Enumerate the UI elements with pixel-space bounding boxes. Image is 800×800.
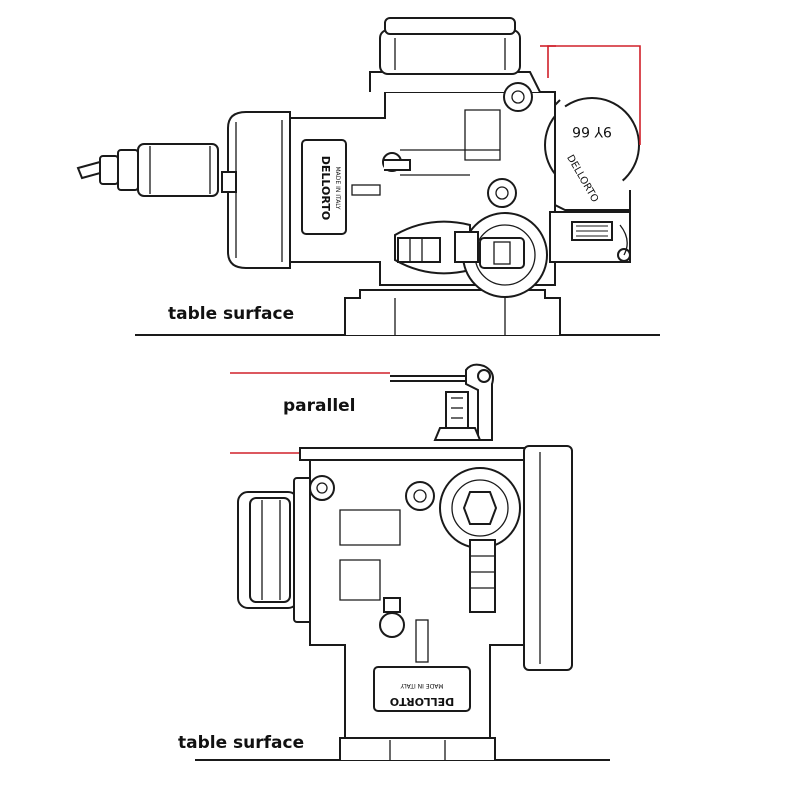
top-table-surface-label: table surface: [168, 304, 294, 324]
bottom-view-carburetor: parallel: [178, 363, 610, 761]
parallel-label: parallel: [283, 396, 356, 416]
bottom-table-surface-label: table surface: [178, 733, 304, 753]
bottom-float-arm: [390, 363, 494, 441]
top-float-cap: 9Y 66 DELLORTO: [544, 97, 640, 211]
top-float-chamber: [221, 111, 291, 269]
bottom-top-plate: [299, 447, 541, 461]
top-cap-marking-text: 9Y 66: [572, 123, 612, 139]
bottom-brand-badge: DELLORTO MADE IN ITALY: [373, 666, 471, 712]
top-badge-brand-text: DELLORTO: [319, 156, 332, 220]
bottom-intake-tube: [237, 477, 313, 623]
top-lower-nozzle-section: [394, 212, 548, 298]
top-base-block: [344, 289, 561, 335]
top-fuel-inlet-fitting: [76, 143, 219, 197]
top-red-measurement-bracket: [540, 45, 641, 145]
top-badge-sub-text: MADE IN ITALY: [334, 166, 341, 209]
top-view-carburetor: DELLORTO MADE IN ITALY 9Y 66 DELLORTO: [76, 17, 660, 336]
bottom-base-foot: [339, 737, 496, 760]
bottom-nozzle-cap: [439, 467, 521, 613]
top-needle-valve: [549, 211, 631, 263]
bottom-badge-sub-text: MADE IN ITALY: [400, 682, 443, 689]
bottom-badge-brand-text: DELLORTO: [390, 695, 454, 708]
top-brand-badge: DELLORTO MADE IN ITALY: [301, 139, 347, 235]
